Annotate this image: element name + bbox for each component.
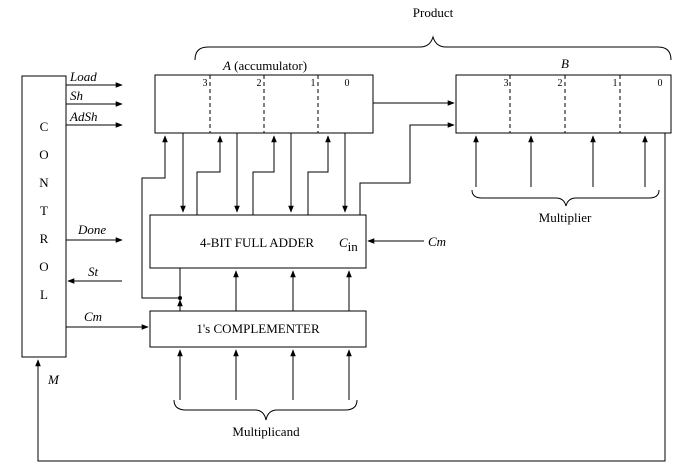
product-brace bbox=[194, 35, 672, 61]
multiplicand-brace bbox=[173, 399, 358, 421]
st-signal-label: St bbox=[88, 264, 99, 279]
sum-wire bbox=[307, 135, 331, 215]
register-b-bit-label: 0 bbox=[658, 78, 663, 89]
cin-label: Cin bbox=[339, 235, 358, 254]
register-a-bit-label: 2 bbox=[257, 78, 262, 89]
adder-to-b-wire bbox=[359, 122, 455, 215]
control-letter: L bbox=[40, 287, 48, 302]
register-a-bit-label: 0 bbox=[345, 78, 350, 89]
register-b bbox=[455, 74, 672, 134]
control-letter: R bbox=[40, 231, 49, 246]
sum-wire bbox=[252, 135, 277, 215]
accumulator-label: A (accumulator) bbox=[222, 58, 307, 73]
full-adder-label: 4-BIT FULL ADDER bbox=[200, 235, 314, 250]
register-b-label: B bbox=[561, 56, 569, 71]
product-label: Product bbox=[413, 5, 454, 20]
adsh-signal-label: AdSh bbox=[69, 109, 97, 124]
cm-signal-label: Cm bbox=[84, 309, 102, 324]
multiplier-label: Multiplier bbox=[539, 210, 592, 225]
sum-wire bbox=[196, 135, 223, 215]
carry-out-wire bbox=[141, 135, 180, 299]
control-letter: O bbox=[39, 147, 48, 162]
m-feedback-wire bbox=[35, 133, 666, 462]
register-b-bit-label: 2 bbox=[558, 78, 563, 89]
multiplicand-label: Multiplicand bbox=[232, 424, 300, 439]
ones-complementer bbox=[149, 310, 367, 348]
control-letter: C bbox=[40, 119, 49, 134]
done-signal-label: Done bbox=[77, 222, 106, 237]
register-a-bit-label: 3 bbox=[203, 78, 208, 89]
control-letter: T bbox=[40, 203, 48, 218]
cm-right-label: Cm bbox=[428, 234, 446, 249]
register-b-bit-label: 3 bbox=[504, 78, 509, 89]
load-signal-label: Load bbox=[69, 69, 97, 84]
m-signal-label: M bbox=[47, 372, 60, 387]
register-b-bit-label: 1 bbox=[613, 78, 618, 89]
control-unit bbox=[21, 75, 67, 358]
control-letter: N bbox=[39, 175, 49, 190]
complementer-label: 1's COMPLEMENTER bbox=[196, 321, 320, 336]
control-letter: O bbox=[39, 259, 48, 274]
register-a-bit-label: 1 bbox=[311, 78, 316, 89]
multiplier-brace bbox=[471, 189, 660, 207]
sh-signal-label: Sh bbox=[70, 88, 83, 103]
full-adder bbox=[149, 214, 367, 269]
